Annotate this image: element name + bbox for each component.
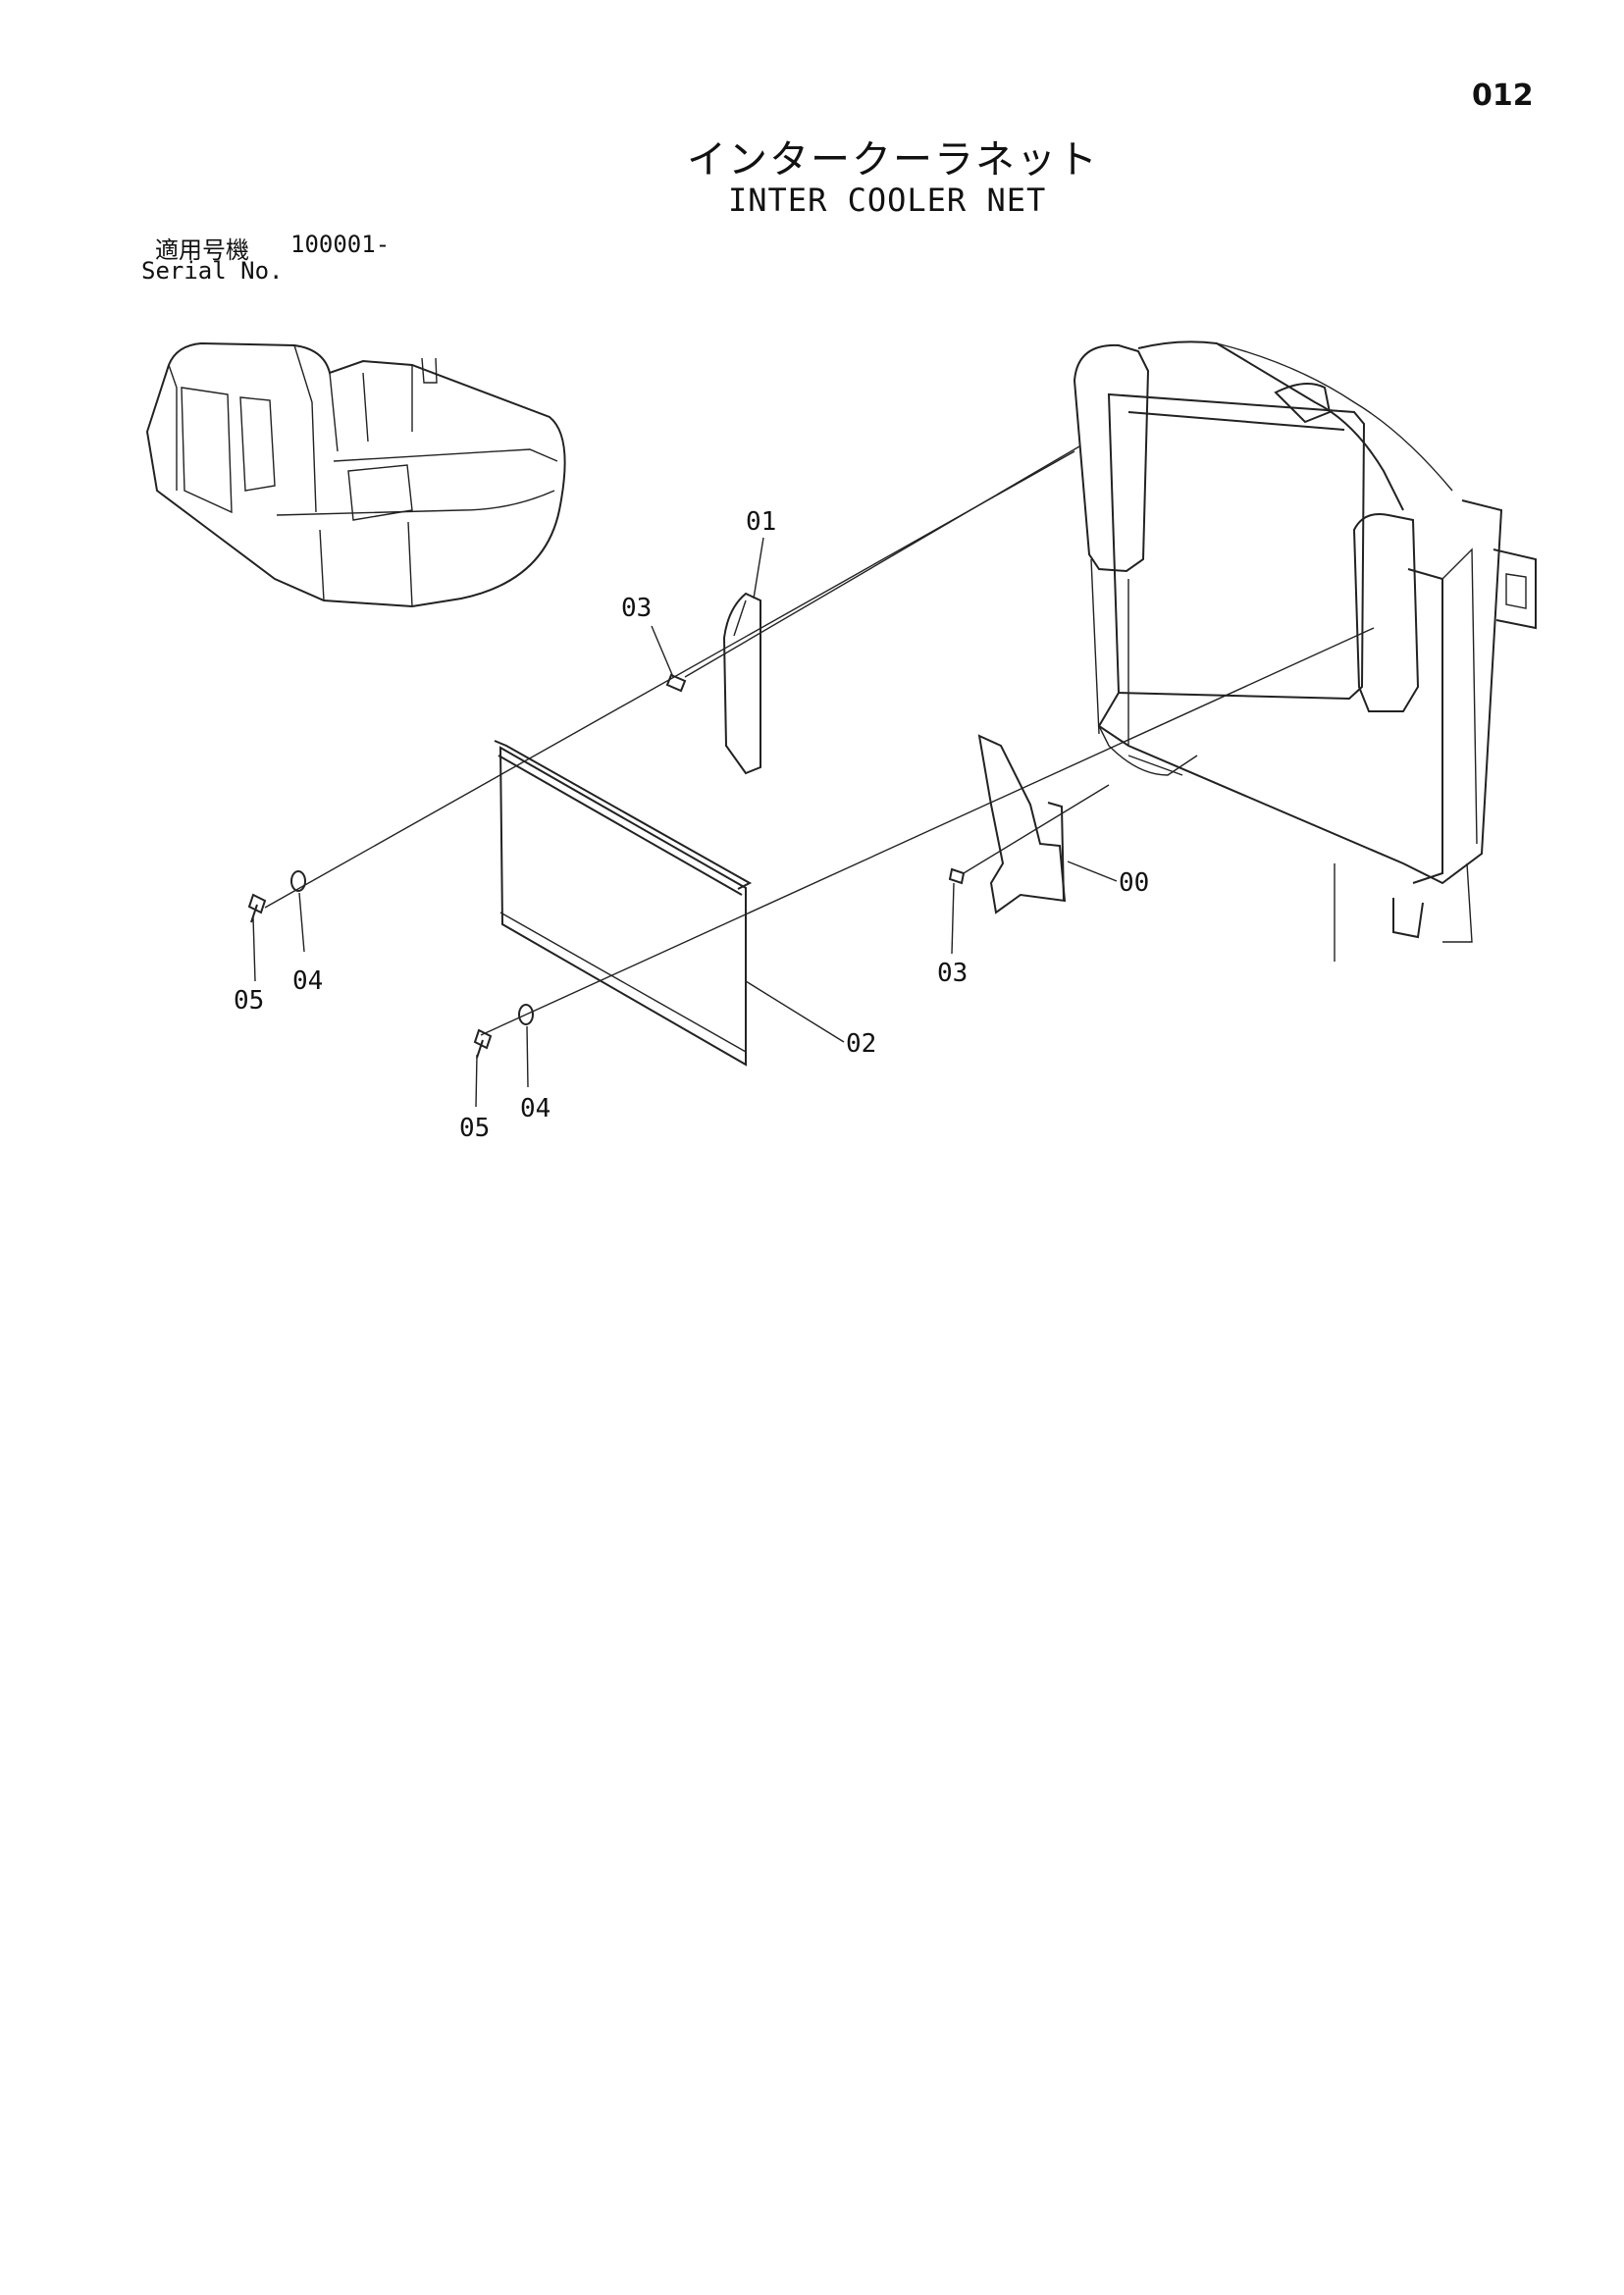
assembly-lines bbox=[264, 445, 1375, 1036]
inter-cooler-net-part-02 bbox=[494, 740, 753, 1067]
wing-bolt-bottom bbox=[473, 1028, 493, 1059]
wing-bolt-left bbox=[247, 893, 267, 923]
exploded-parts-diagram: 01 03 00 03 02 05 04 05 04 bbox=[145, 340, 1537, 1143]
serial-label-english: Serial No. bbox=[141, 257, 284, 285]
bracket-part-01 bbox=[722, 592, 761, 775]
bracket-part-00 bbox=[977, 734, 1067, 914]
callout-04-bottom: 04 bbox=[520, 1094, 550, 1123]
callout-05-left: 05 bbox=[234, 986, 264, 1016]
serial-number-value: 100001- bbox=[290, 231, 391, 258]
serial-label-japanese: 適用号機 bbox=[155, 236, 249, 264]
bolt-lower bbox=[948, 867, 966, 885]
page-title-japanese: インタークーラネット bbox=[687, 137, 1099, 183]
callout-03-lower: 03 bbox=[937, 959, 968, 988]
callout-02: 02 bbox=[846, 1029, 876, 1059]
callout-labels: 01 03 00 03 02 05 04 05 04 bbox=[234, 507, 1149, 1143]
callout-04-left: 04 bbox=[292, 966, 323, 996]
washer-left bbox=[290, 870, 306, 892]
callout-05-bottom: 05 bbox=[459, 1114, 490, 1143]
excavator-thumbnail bbox=[145, 341, 566, 608]
callout-03-upper: 03 bbox=[621, 594, 652, 623]
leader-lines bbox=[252, 537, 1118, 1108]
page-title-english: INTER COOLER NET bbox=[728, 182, 1047, 219]
radiator-assembly bbox=[1073, 340, 1537, 962]
callout-01: 01 bbox=[746, 507, 776, 537]
bolt-upper bbox=[665, 673, 687, 693]
callout-00: 00 bbox=[1119, 868, 1149, 898]
page-number: 012 bbox=[1472, 78, 1534, 113]
